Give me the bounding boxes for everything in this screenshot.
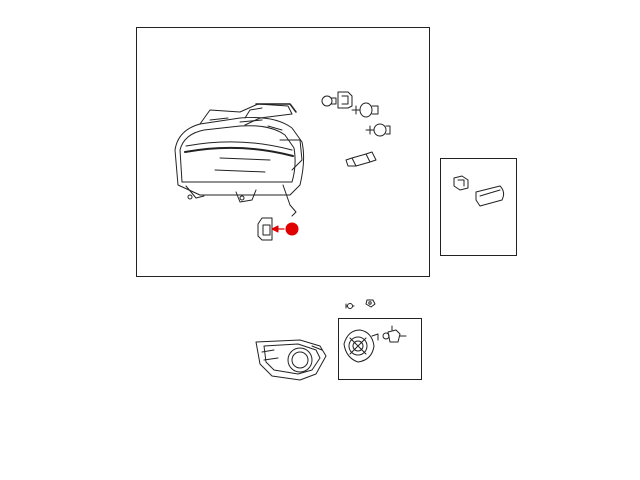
fog-lamp-icon[interactable] (343, 325, 407, 363)
screw-icon[interactable] (345, 299, 376, 309)
bulb-icon[interactable] (321, 91, 391, 167)
callout-arrow (271, 225, 279, 233)
fog-bezel-icon[interactable] (255, 339, 327, 381)
marker-lamp-icon[interactable] (453, 175, 505, 207)
callout-marker[interactable] (285, 222, 299, 236)
bracket-icon[interactable] (257, 217, 273, 241)
headlamp-icon[interactable] (174, 103, 305, 217)
side-marker-panel (440, 158, 517, 256)
